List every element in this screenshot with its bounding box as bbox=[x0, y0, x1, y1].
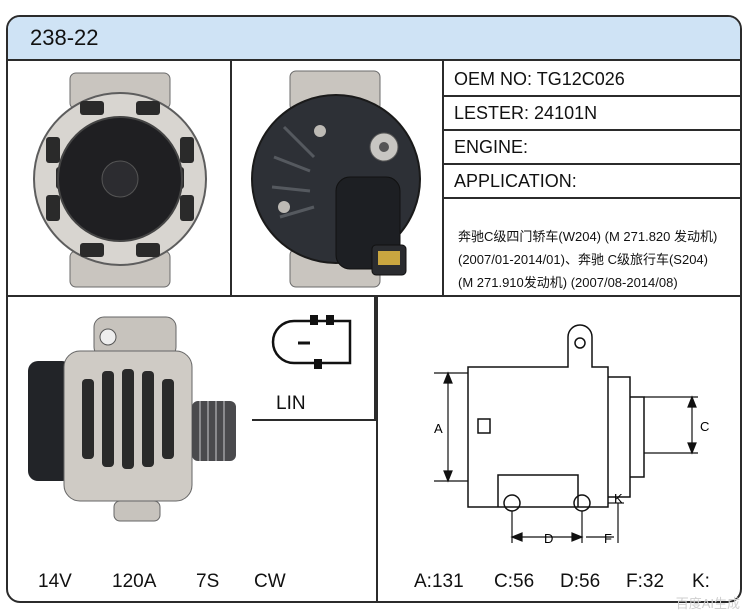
watermark: 百度AI生成 bbox=[675, 596, 740, 611]
alternator-side-image bbox=[28, 316, 236, 522]
application-line: (2007/01-2014/01)、奔驰 C级旅行车(S204) bbox=[458, 252, 708, 267]
divider bbox=[442, 197, 740, 199]
connector-box: LIN bbox=[252, 297, 376, 421]
part-number-title: 238-22 bbox=[30, 25, 99, 50]
alternator-front-image bbox=[33, 72, 207, 288]
engine-label: ENGINE: bbox=[454, 137, 529, 157]
diagram-label-a: A bbox=[434, 421, 443, 436]
dimension-c: C:56 bbox=[494, 571, 535, 592]
oem-value: TG12C026 bbox=[536, 69, 625, 89]
dimension-f: F:32 bbox=[626, 571, 665, 592]
divider bbox=[8, 295, 740, 297]
diagram-label-f: F bbox=[604, 531, 612, 543]
dimension-diagram: A C D F K bbox=[434, 324, 709, 543]
diagram-label-d: D bbox=[544, 531, 553, 543]
oem-row: OEM NO: TG12C026 bbox=[454, 69, 740, 90]
connector-label: LIN bbox=[276, 393, 306, 414]
dimension-d: D:56 bbox=[560, 571, 601, 592]
connector-symbol-icon bbox=[271, 315, 352, 369]
dimension-a: A:131 bbox=[414, 571, 464, 592]
oem-label: OEM NO: bbox=[454, 69, 533, 89]
application-text: 奔驰C级四门轿车(W204) (M 271.820 发动机) (2007/01-… bbox=[458, 225, 740, 294]
application-line: (M 271.910发动机) (2007/08-2014/08) bbox=[458, 275, 678, 290]
lester-row: LESTER: 24101N bbox=[454, 103, 740, 124]
product-card: 238-22 bbox=[6, 15, 742, 603]
divider bbox=[442, 95, 740, 97]
lester-value: 24101N bbox=[534, 103, 598, 123]
application-row: APPLICATION: bbox=[454, 171, 740, 192]
rotation-value: CW bbox=[254, 571, 286, 592]
card-header: 238-22 bbox=[8, 17, 740, 61]
dimension-k: K: bbox=[692, 571, 710, 592]
voltage-value: 14V bbox=[38, 571, 72, 592]
engine-row: ENGINE: bbox=[454, 137, 740, 158]
diagram-label-c: C bbox=[700, 419, 709, 434]
lester-label: LESTER: bbox=[454, 103, 530, 123]
pulley-value: 7S bbox=[196, 571, 220, 592]
divider bbox=[230, 61, 232, 297]
divider bbox=[442, 163, 740, 165]
application-label: APPLICATION: bbox=[454, 171, 577, 191]
divider bbox=[442, 61, 444, 297]
alternator-rear-image bbox=[251, 70, 421, 288]
application-line: 奔驰C级四门轿车(W204) (M 271.820 发动机) bbox=[458, 229, 718, 244]
divider bbox=[376, 297, 378, 601]
current-value: 120A bbox=[112, 571, 157, 592]
divider bbox=[442, 129, 740, 131]
diagram-label-k: K bbox=[614, 491, 623, 506]
